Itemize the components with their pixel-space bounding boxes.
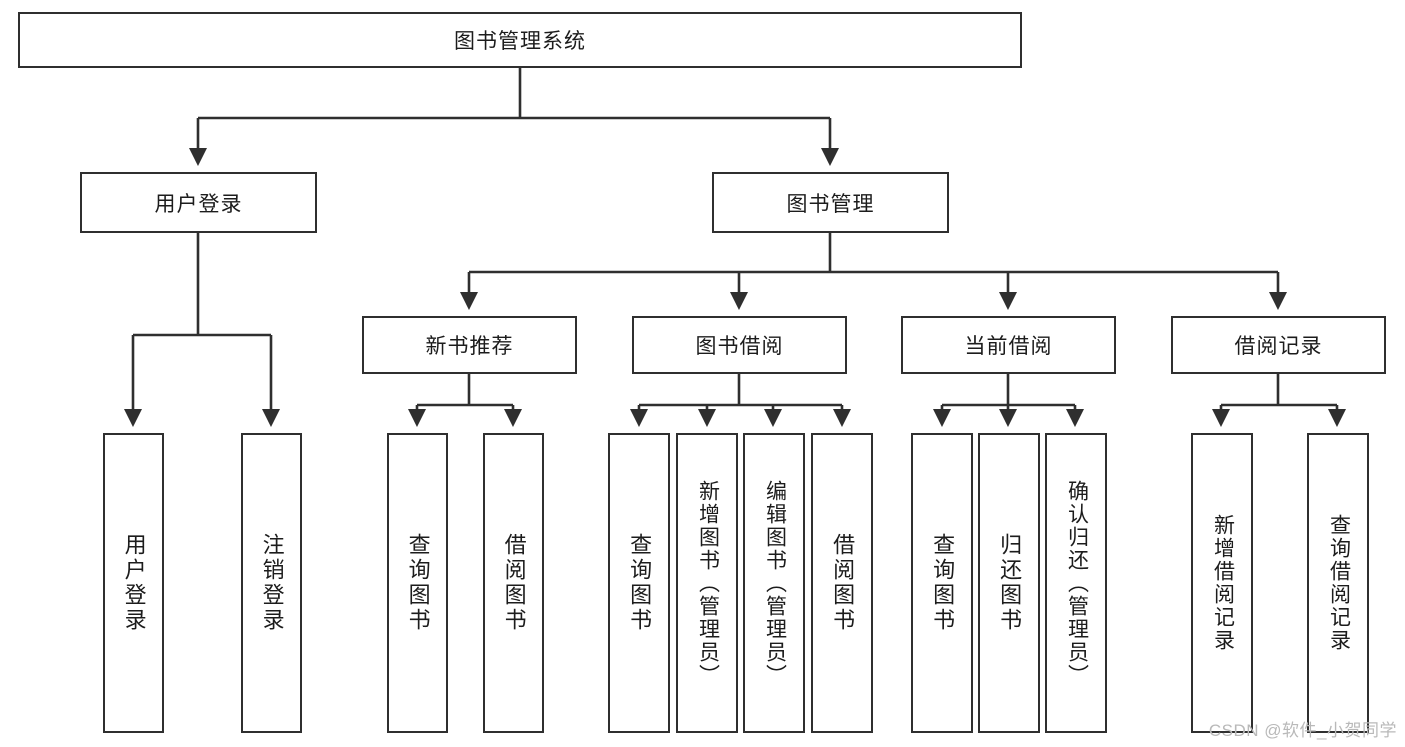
node-user-login-label: 用户登录 (154, 192, 243, 216)
node-leaf-query-book-1-label: 查询图书 (405, 533, 431, 633)
node-borrow-record[interactable]: 借阅记录 (1171, 316, 1386, 374)
node-leaf-confirm-return-label: 确认归还（管理员） (1065, 479, 1089, 687)
node-leaf-user-login-label: 用户登录 (121, 533, 147, 633)
node-leaf-add-book[interactable]: 新增图书（管理员） (676, 433, 738, 733)
node-leaf-query-book-3-label: 查询图书 (930, 533, 956, 633)
node-leaf-query-record-label: 查询借阅记录 (1327, 514, 1351, 652)
node-leaf-add-record-label: 新增借阅记录 (1211, 514, 1235, 652)
node-current-borrow-label: 当前借阅 (964, 335, 1053, 358)
node-leaf-user-login[interactable]: 用户登录 (103, 433, 164, 733)
node-leaf-edit-book-label: 编辑图书（管理员） (763, 479, 787, 687)
node-root-label: 图书管理系统 (454, 30, 586, 53)
node-leaf-confirm-return[interactable]: 确认归还（管理员） (1045, 433, 1107, 733)
node-leaf-query-record[interactable]: 查询借阅记录 (1307, 433, 1369, 733)
node-leaf-borrow-book-2-label: 借阅图书 (830, 533, 856, 633)
node-user-login[interactable]: 用户登录 (80, 172, 317, 233)
node-book-borrow-label: 图书借阅 (695, 335, 784, 358)
node-current-borrow[interactable]: 当前借阅 (901, 316, 1116, 374)
node-leaf-edit-book[interactable]: 编辑图书（管理员） (743, 433, 805, 733)
node-new-book-rec[interactable]: 新书推荐 (362, 316, 577, 374)
node-leaf-borrow-book-1[interactable]: 借阅图书 (483, 433, 544, 733)
node-leaf-query-book-2-label: 查询图书 (627, 533, 653, 633)
node-leaf-logout[interactable]: 注销登录 (241, 433, 302, 733)
node-book-manage[interactable]: 图书管理 (712, 172, 949, 233)
node-book-borrow[interactable]: 图书借阅 (632, 316, 847, 374)
node-leaf-return-book[interactable]: 归还图书 (978, 433, 1040, 733)
node-leaf-query-book-3[interactable]: 查询图书 (911, 433, 973, 733)
node-leaf-query-book-2[interactable]: 查询图书 (608, 433, 670, 733)
node-borrow-record-label: 借阅记录 (1234, 335, 1323, 358)
node-leaf-borrow-book-2[interactable]: 借阅图书 (811, 433, 873, 733)
node-leaf-add-record[interactable]: 新增借阅记录 (1191, 433, 1253, 733)
watermark-text: CSDN @软件_小贺同学 (1208, 721, 1397, 740)
node-leaf-query-book-1[interactable]: 查询图书 (387, 433, 448, 733)
node-new-book-rec-label: 新书推荐 (425, 335, 514, 358)
node-leaf-logout-label: 注销登录 (259, 533, 285, 633)
node-leaf-add-book-label: 新增图书（管理员） (696, 479, 720, 687)
node-leaf-borrow-book-1-label: 借阅图书 (501, 533, 527, 633)
node-leaf-return-book-label: 归还图书 (997, 533, 1023, 633)
node-root[interactable]: 图书管理系统 (18, 12, 1022, 68)
node-book-manage-label: 图书管理 (786, 192, 875, 216)
